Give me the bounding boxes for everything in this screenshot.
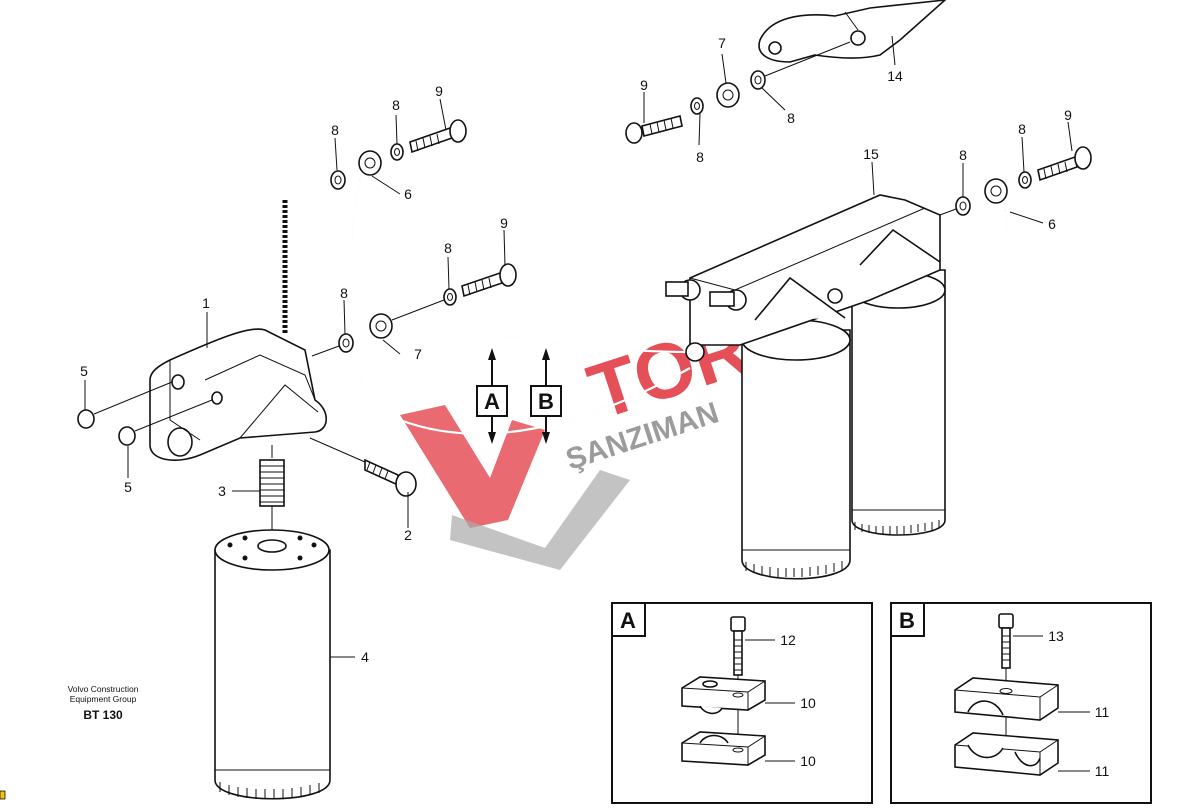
- callout-15: 15: [863, 146, 879, 162]
- detail-b-clamp-bottom-label: 11: [1095, 763, 1110, 779]
- detail-a-letter: A: [620, 608, 636, 633]
- detail-box-b: B 13 11 11: [890, 602, 1152, 804]
- callout-2: 2: [404, 527, 412, 543]
- callout-14: 14: [887, 68, 903, 84]
- detail-a-clamp-top-label: 10: [800, 695, 816, 711]
- caption-code: BT 130: [83, 708, 123, 722]
- callout-8-b: 8: [392, 97, 400, 113]
- marker-b-box: [530, 385, 562, 417]
- marker-b-label: B: [538, 389, 554, 414]
- caption-line2: Equipment Group: [70, 694, 137, 704]
- callout-8-h: 8: [1018, 121, 1026, 137]
- callout-8-e: 8: [696, 149, 704, 165]
- hoses: [351, 99, 1009, 435]
- callout-8-g: 8: [959, 147, 967, 163]
- callout-6-right: 6: [1048, 216, 1056, 232]
- callout-7-top: 7: [718, 35, 726, 51]
- callout-8-d: 8: [444, 240, 452, 256]
- fittings: [311, 41, 1092, 357]
- leader-lines: [84, 35, 1073, 658]
- callout-5-bottom: 5: [124, 479, 132, 495]
- section-markers: A B: [476, 348, 562, 444]
- plug-screws-5: [77, 381, 213, 446]
- bolt-2: [309, 437, 417, 497]
- callout-7-mid: 7: [414, 346, 422, 362]
- callout-labels: 1 2 3 4 5 5 6 6 7 7 8 8 8 8 8 8 8 8 9 9 …: [80, 35, 1072, 665]
- callout-4: 4: [361, 649, 369, 665]
- detail-b-clamp-top-label: 11: [1095, 704, 1110, 720]
- marker-a-box: [476, 385, 508, 417]
- callout-8-f: 8: [787, 110, 795, 126]
- filter-4: [214, 529, 331, 800]
- callout-6-left: 6: [404, 186, 412, 202]
- callout-9-d: 9: [1064, 107, 1072, 123]
- detail-b-letter: B: [899, 608, 915, 633]
- callout-8-c: 8: [340, 285, 348, 301]
- callout-9-c: 9: [640, 77, 648, 93]
- filter-head-1: [149, 328, 328, 461]
- detail-a-screw-label: 12: [780, 632, 796, 648]
- detail-box-a: A 12 10 10: [611, 602, 873, 804]
- corner-marker: [0, 790, 6, 800]
- caption-line1: Volvo Construction: [68, 684, 139, 694]
- filter-assembly-15: [665, 194, 946, 580]
- callout-9-b: 9: [500, 215, 508, 231]
- caption: Volvo Construction Equipment Group BT 13…: [68, 684, 139, 722]
- callout-8-a: 8: [331, 122, 339, 138]
- callout-5-top: 5: [80, 363, 88, 379]
- mounting-arm: [758, 0, 947, 63]
- callout-1: 1: [202, 295, 210, 311]
- marker-a-label: A: [484, 389, 500, 414]
- nipple-3: [259, 445, 285, 530]
- callout-9-a: 9: [435, 83, 443, 99]
- detail-b-screw-label: 13: [1048, 628, 1064, 644]
- detail-a-clamp-bottom-label: 10: [800, 753, 816, 769]
- callout-3: 3: [218, 483, 226, 499]
